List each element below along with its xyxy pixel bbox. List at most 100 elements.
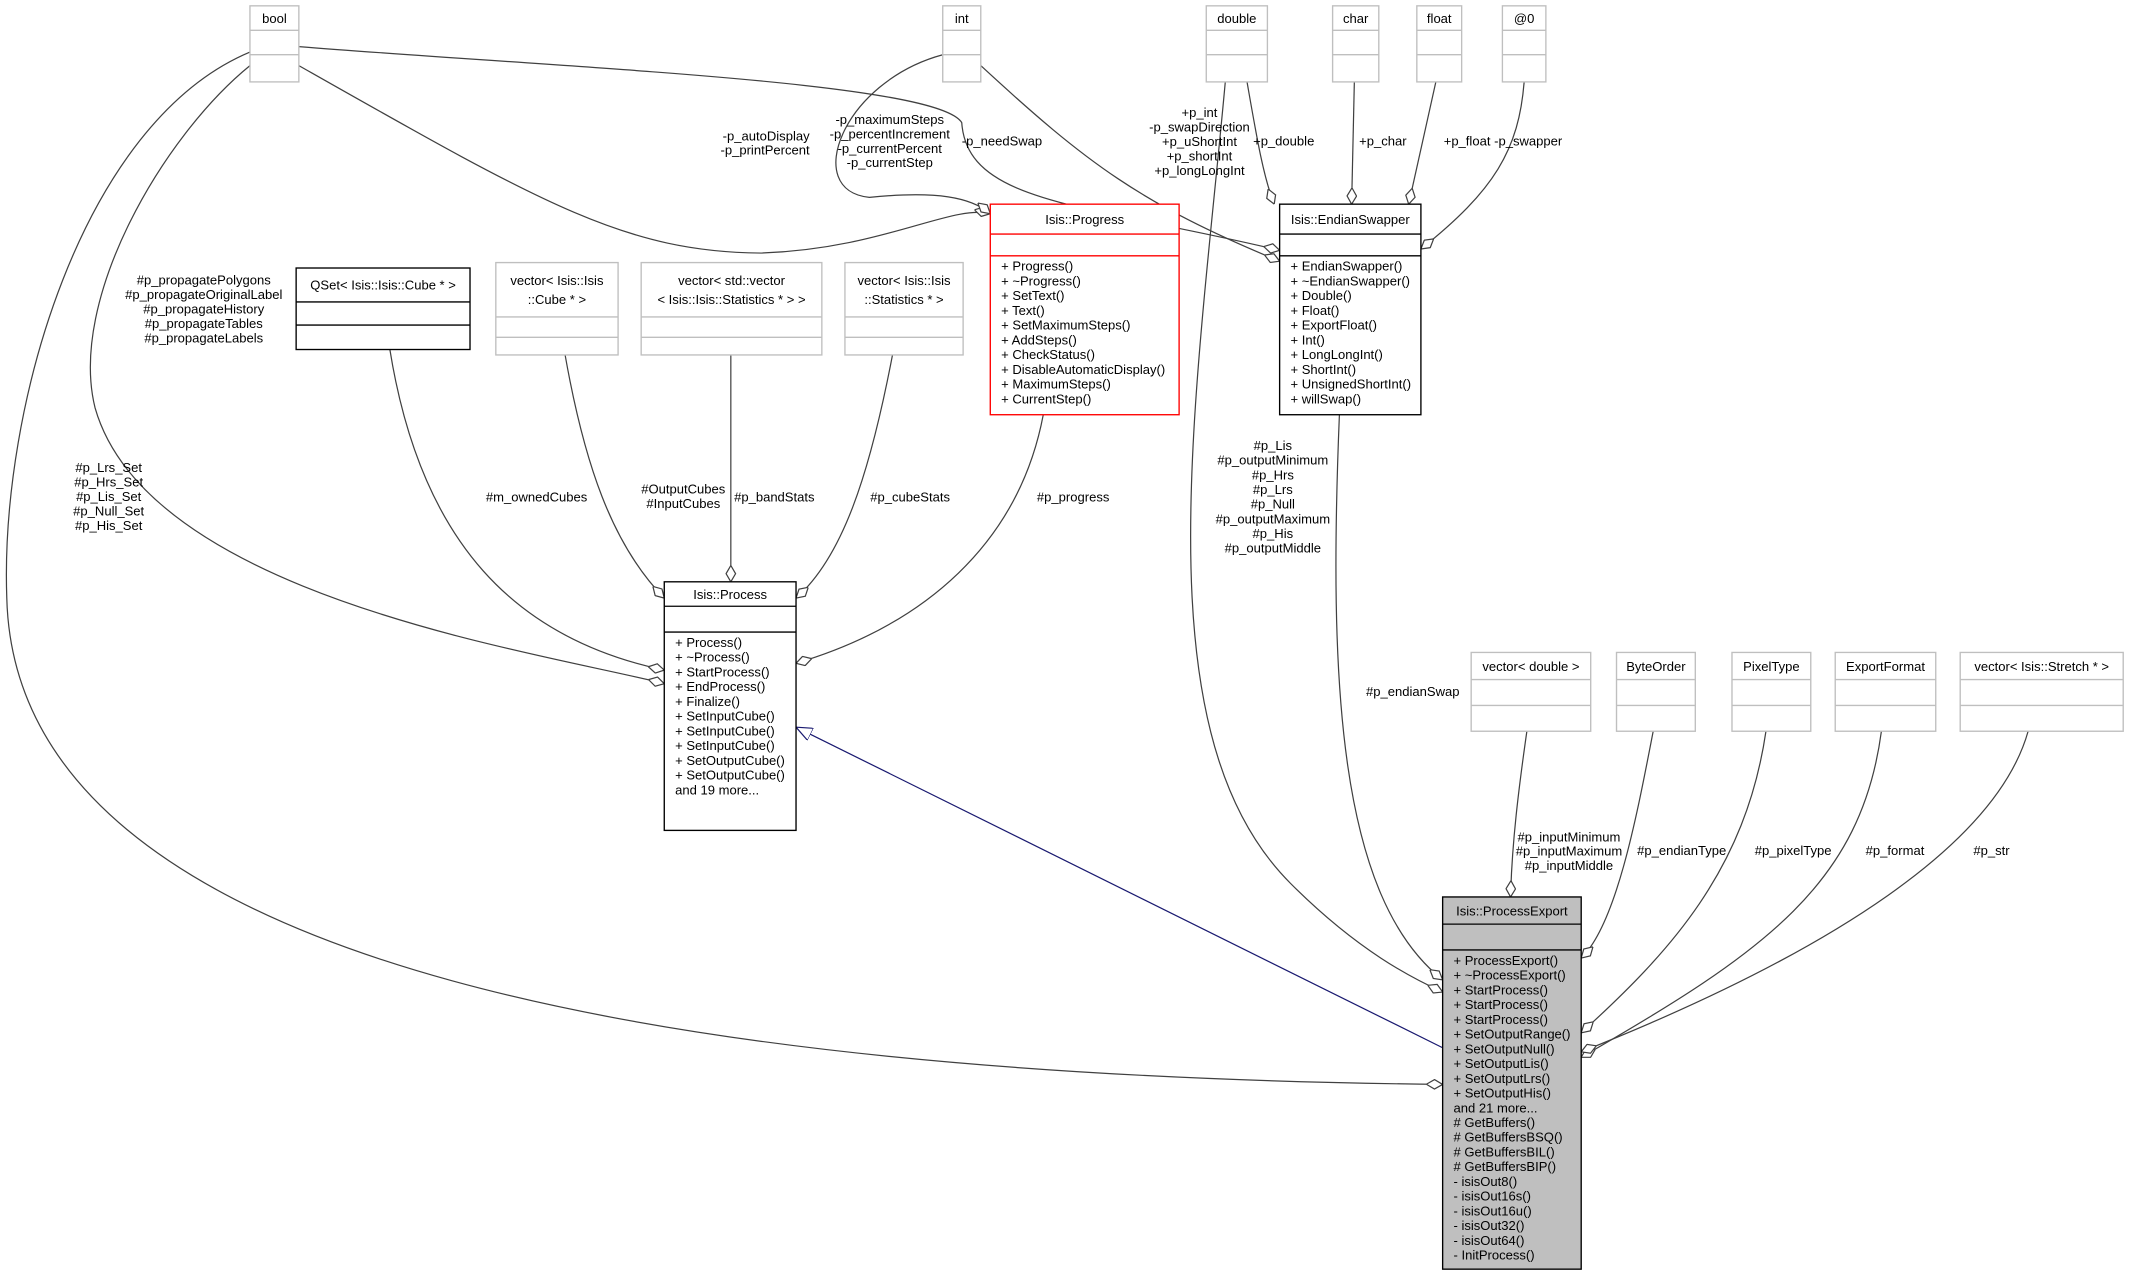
- class-method: + SetOutputRange(): [1454, 1027, 1571, 1042]
- edges: [5, 45, 2029, 1085]
- edge-label: +p_shortInt: [1167, 148, 1233, 163]
- class-vecstats[interactable]: vector< Isis::Isis::Statistics * >: [844, 261, 964, 356]
- class-method: + LongLongInt(): [1290, 347, 1382, 362]
- edge-double-processexport: [1190, 81, 1443, 992]
- class-method: + EndProcess(): [675, 679, 765, 694]
- edge-float-endian: [1409, 81, 1437, 204]
- class-exportformat[interactable]: ExportFormat: [1834, 651, 1937, 732]
- class-name: float: [1427, 11, 1452, 26]
- class-method: + MaximumSteps(): [1001, 377, 1111, 392]
- edge-label: #p_inputMinimum: [1518, 829, 1621, 844]
- edge-label: -p_needSwap: [962, 134, 1042, 149]
- class-pixeltype[interactable]: PixelType: [1731, 651, 1812, 732]
- class-method: + EndianSwapper(): [1290, 259, 1402, 274]
- edge-label: #p_Hrs_Set: [74, 474, 143, 489]
- class-box: [640, 261, 823, 356]
- edge-label: #p_Lis_Set: [76, 489, 142, 504]
- edge-label: #p_propagateTables: [145, 316, 264, 331]
- class-name: ::Statistics * >: [864, 292, 943, 307]
- class-method: + Double(): [1290, 288, 1351, 303]
- edge-bool-progress: [298, 65, 990, 254]
- class-method: + SetInputCube(): [675, 709, 775, 724]
- class-name: char: [1343, 11, 1369, 26]
- edge-int-endian: [980, 65, 1280, 262]
- class-process[interactable]: Isis::Process+ Process()+ ~Process()+ St…: [663, 581, 797, 832]
- class-method: - InitProcess(): [1454, 1248, 1535, 1263]
- class-method: + ~ProcessExport(): [1454, 968, 1566, 983]
- class-vecstretch[interactable]: vector< Isis::Stretch * >: [1959, 651, 2124, 732]
- class-method: + SetOutputHis(): [1454, 1086, 1551, 1101]
- class-name: vector< Isis::Isis: [857, 273, 951, 288]
- class-processexport[interactable]: Isis::ProcessExport+ ProcessExport()+ ~P…: [1441, 896, 1582, 1270]
- class-method: + SetOutputCube(): [675, 768, 785, 783]
- class-method: + ProcessExport(): [1454, 953, 1559, 968]
- class-method: - isisOut64(): [1454, 1233, 1525, 1248]
- class-box: [942, 5, 982, 83]
- class-box: [1959, 651, 2124, 732]
- edge-bool-processexport: [5, 51, 1442, 1084]
- class-bool[interactable]: bool: [249, 5, 300, 83]
- edge-label: #p_propagateOriginalLabel: [125, 287, 282, 302]
- class-method: + SetOutputLis(): [1454, 1056, 1549, 1071]
- edge-int-progress: [835, 54, 990, 214]
- class-vecdouble[interactable]: vector< double >: [1470, 651, 1592, 732]
- edge-label: -p_autoDisplay: [723, 128, 810, 143]
- class-method: + StartProcess(): [675, 664, 770, 679]
- class-method: + Finalize(): [675, 694, 740, 709]
- class-byteorder[interactable]: ByteOrder: [1615, 651, 1696, 732]
- edge-label: +p_float: [1444, 134, 1491, 149]
- class-name: double: [1217, 11, 1256, 26]
- edge-pixeltype-processexport: [1581, 731, 1767, 1033]
- edge-label: #p_endianSwap: [1366, 684, 1459, 699]
- class-method: + SetOutputLrs(): [1454, 1071, 1551, 1086]
- edge-label: -p_percentIncrement: [830, 126, 951, 141]
- edge-label: -p_currentStep: [847, 155, 933, 170]
- class-method: + Progress(): [1001, 259, 1073, 274]
- class-int[interactable]: int: [942, 5, 982, 83]
- class-box: [1501, 5, 1547, 83]
- class-endian[interactable]: Isis::EndianSwapper+ EndianSwapper()+ ~E…: [1278, 203, 1422, 416]
- class-box: [1441, 896, 1582, 1270]
- class-method: + SetOutputCube(): [675, 753, 785, 768]
- class-float[interactable]: float: [1416, 5, 1463, 83]
- edge-qset-process: [389, 349, 664, 671]
- class-vecvecstats[interactable]: vector< std::vector< Isis::Isis::Statist…: [640, 261, 823, 356]
- class-method: + AddSteps(): [1001, 332, 1077, 347]
- edge-progress-process: [796, 414, 1044, 664]
- class-double[interactable]: double: [1205, 5, 1269, 83]
- class-method: + SetText(): [1001, 288, 1064, 303]
- class-method: - isisOut16s(): [1454, 1189, 1531, 1204]
- class-name: Isis::ProcessExport: [1456, 903, 1568, 918]
- edge-label: +p_longLongInt: [1154, 163, 1245, 178]
- class-method: + ExportFloat(): [1290, 318, 1377, 333]
- class-at0[interactable]: @0: [1501, 5, 1547, 83]
- class-method: + SetInputCube(): [675, 738, 775, 753]
- class-method: and 19 more...: [675, 782, 759, 797]
- class-veccube[interactable]: vector< Isis::Isis::Cube * >: [495, 261, 619, 356]
- edge-label: #p_cubeStats: [870, 490, 950, 505]
- edge-vecdouble-processexport: [1511, 731, 1528, 897]
- class-qset[interactable]: QSet< Isis::Isis::Cube * >: [295, 267, 471, 351]
- edge-label: +p_double: [1253, 134, 1314, 149]
- class-name: ByteOrder: [1626, 659, 1686, 674]
- class-box: [249, 5, 300, 83]
- class-method: - isisOut32(): [1454, 1218, 1525, 1233]
- class-box: [844, 261, 964, 356]
- edge-label: #m_ownedCubes: [486, 490, 588, 505]
- edge-label: #p_Hrs: [1252, 467, 1294, 482]
- edge-label: #p_Null_Set: [73, 503, 144, 518]
- edge-label: +p_char: [1359, 134, 1407, 149]
- edge-label: #p_inputMiddle: [1525, 858, 1613, 873]
- class-name: QSet< Isis::Isis::Cube * >: [310, 278, 456, 293]
- class-method: + UnsignedShortInt(): [1290, 377, 1411, 392]
- edge-label: #InputCubes: [646, 496, 720, 511]
- class-char[interactable]: char: [1331, 5, 1380, 83]
- edge-label: -p_currentPercent: [838, 141, 943, 156]
- edge-label: #p_format: [1866, 843, 1925, 858]
- class-box: [663, 581, 797, 832]
- class-method: + StartProcess(): [1454, 997, 1549, 1012]
- class-progress[interactable]: Isis::Progress+ Progress()+ ~Progress()+…: [989, 203, 1180, 416]
- edge-veccube-process: [564, 354, 664, 598]
- edge-vecstats-process: [796, 354, 894, 598]
- class-name: Isis::EndianSwapper: [1291, 212, 1410, 227]
